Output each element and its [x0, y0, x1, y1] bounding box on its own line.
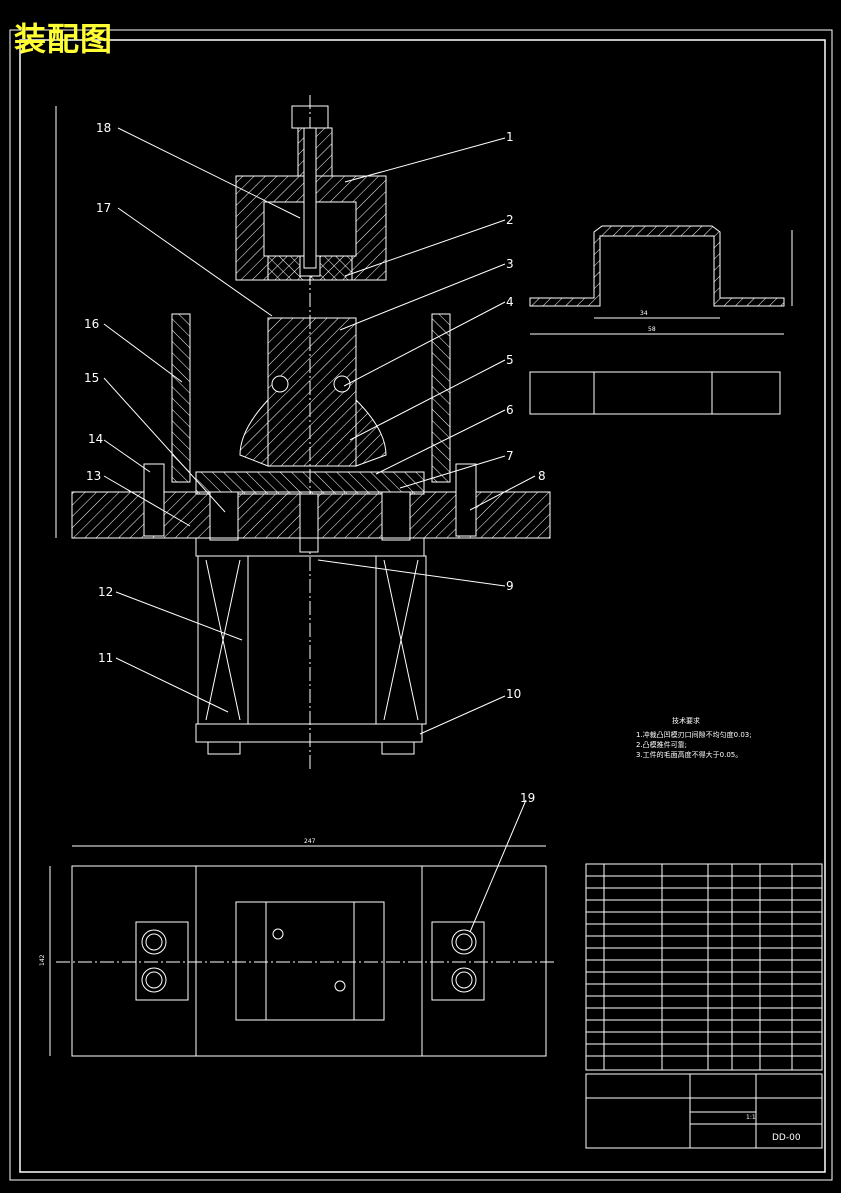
lower-frame	[195, 555, 427, 755]
title-block	[585, 1073, 823, 1149]
bom-table	[585, 863, 823, 1071]
tech-item: 1.冲裁凸凹模刃口间隙不均匀度0.03;	[636, 731, 752, 739]
label-18: 18	[96, 121, 111, 135]
label-12: 12	[98, 585, 113, 599]
technical-requirements: 技术要求 1.冲裁凸凹模刃口间隙不均匀度0.03; 2.凸模推件可靠; 3.工件…	[636, 716, 752, 760]
label-13: 13	[86, 469, 101, 483]
label-7: 7	[506, 449, 514, 463]
punch	[239, 317, 387, 467]
inner-border	[19, 39, 826, 1173]
dim-part-width: 58	[648, 326, 656, 333]
scale-value: 1:1	[746, 1114, 756, 1121]
leader-lines	[103, 127, 536, 933]
label-4: 4	[506, 295, 514, 309]
drawing-title: 装配图	[14, 20, 114, 58]
dim-part-inner: 34	[640, 310, 648, 317]
label-3: 3	[506, 257, 514, 271]
label-16: 16	[84, 317, 99, 331]
part-top-view	[529, 371, 781, 415]
tech-item: 2.凸模推件可靠;	[636, 741, 688, 749]
upper-die-assembly	[235, 105, 387, 281]
label-6: 6	[506, 403, 514, 417]
plan-view	[49, 845, 556, 1057]
label-14: 14	[88, 432, 103, 446]
label-19: 19	[520, 791, 535, 805]
dim-plan-height: 142	[39, 954, 46, 966]
label-11: 11	[98, 651, 113, 665]
label-15: 15	[84, 371, 99, 385]
drawing-number: DD-00	[772, 1133, 801, 1143]
label-1: 1	[506, 130, 514, 144]
tech-item: 3.工件的毛面高度不得大于0.05。	[636, 751, 743, 759]
label-10: 10	[506, 687, 521, 701]
dim-overall-width: 247	[304, 838, 316, 845]
tech-heading: 技术要求	[672, 717, 700, 725]
label-2: 2	[506, 213, 514, 227]
part-section	[529, 225, 793, 335]
left-guide	[171, 313, 191, 483]
label-5: 5	[506, 353, 514, 367]
label-8: 8	[538, 469, 546, 483]
label-9: 9	[506, 579, 514, 593]
die-base	[71, 463, 551, 557]
part-number-labels: 1 2 3 4 5 6 7 8 9 10 11 12 13 14 15 16 1…	[84, 121, 546, 805]
outer-border	[9, 29, 833, 1181]
label-17: 17	[96, 201, 111, 215]
